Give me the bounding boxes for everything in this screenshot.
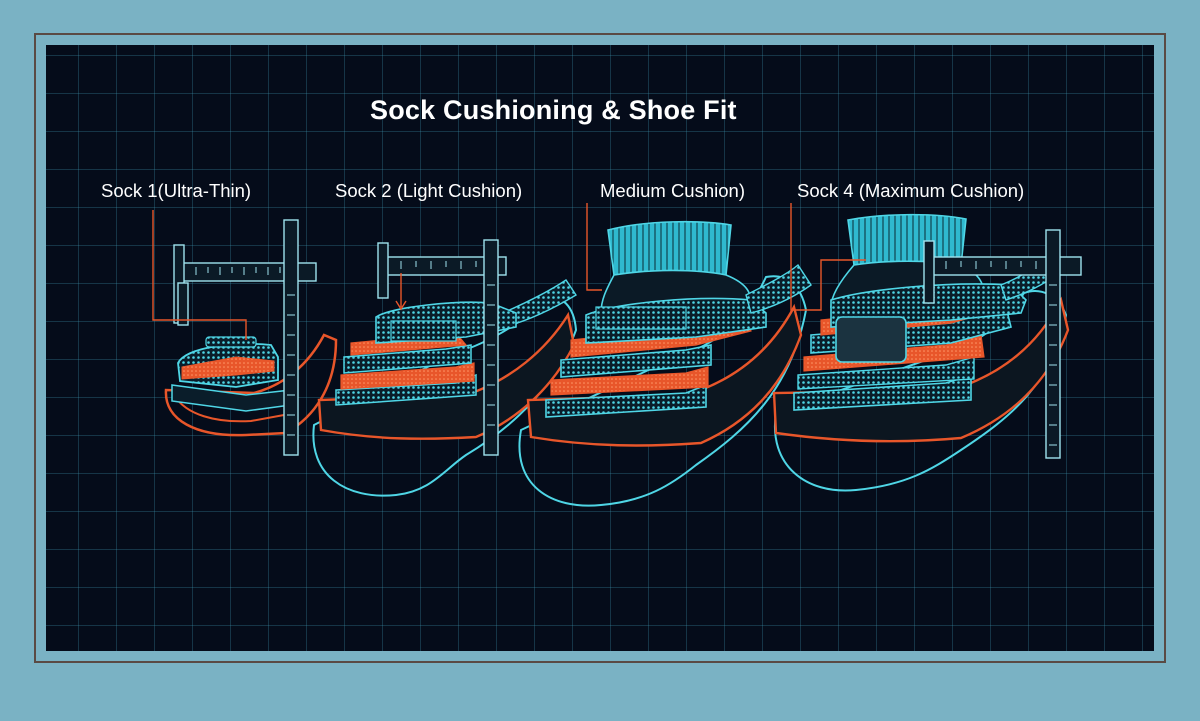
sock-4-illustration [774, 203, 1081, 491]
blueprint-panel: Sock Cushioning & Shoe Fit Sock 1(Ultra-… [46, 45, 1154, 651]
sock-illustrations [46, 45, 1154, 651]
sock-2-illustration [313, 240, 576, 496]
sock-1-illustration [153, 210, 336, 455]
